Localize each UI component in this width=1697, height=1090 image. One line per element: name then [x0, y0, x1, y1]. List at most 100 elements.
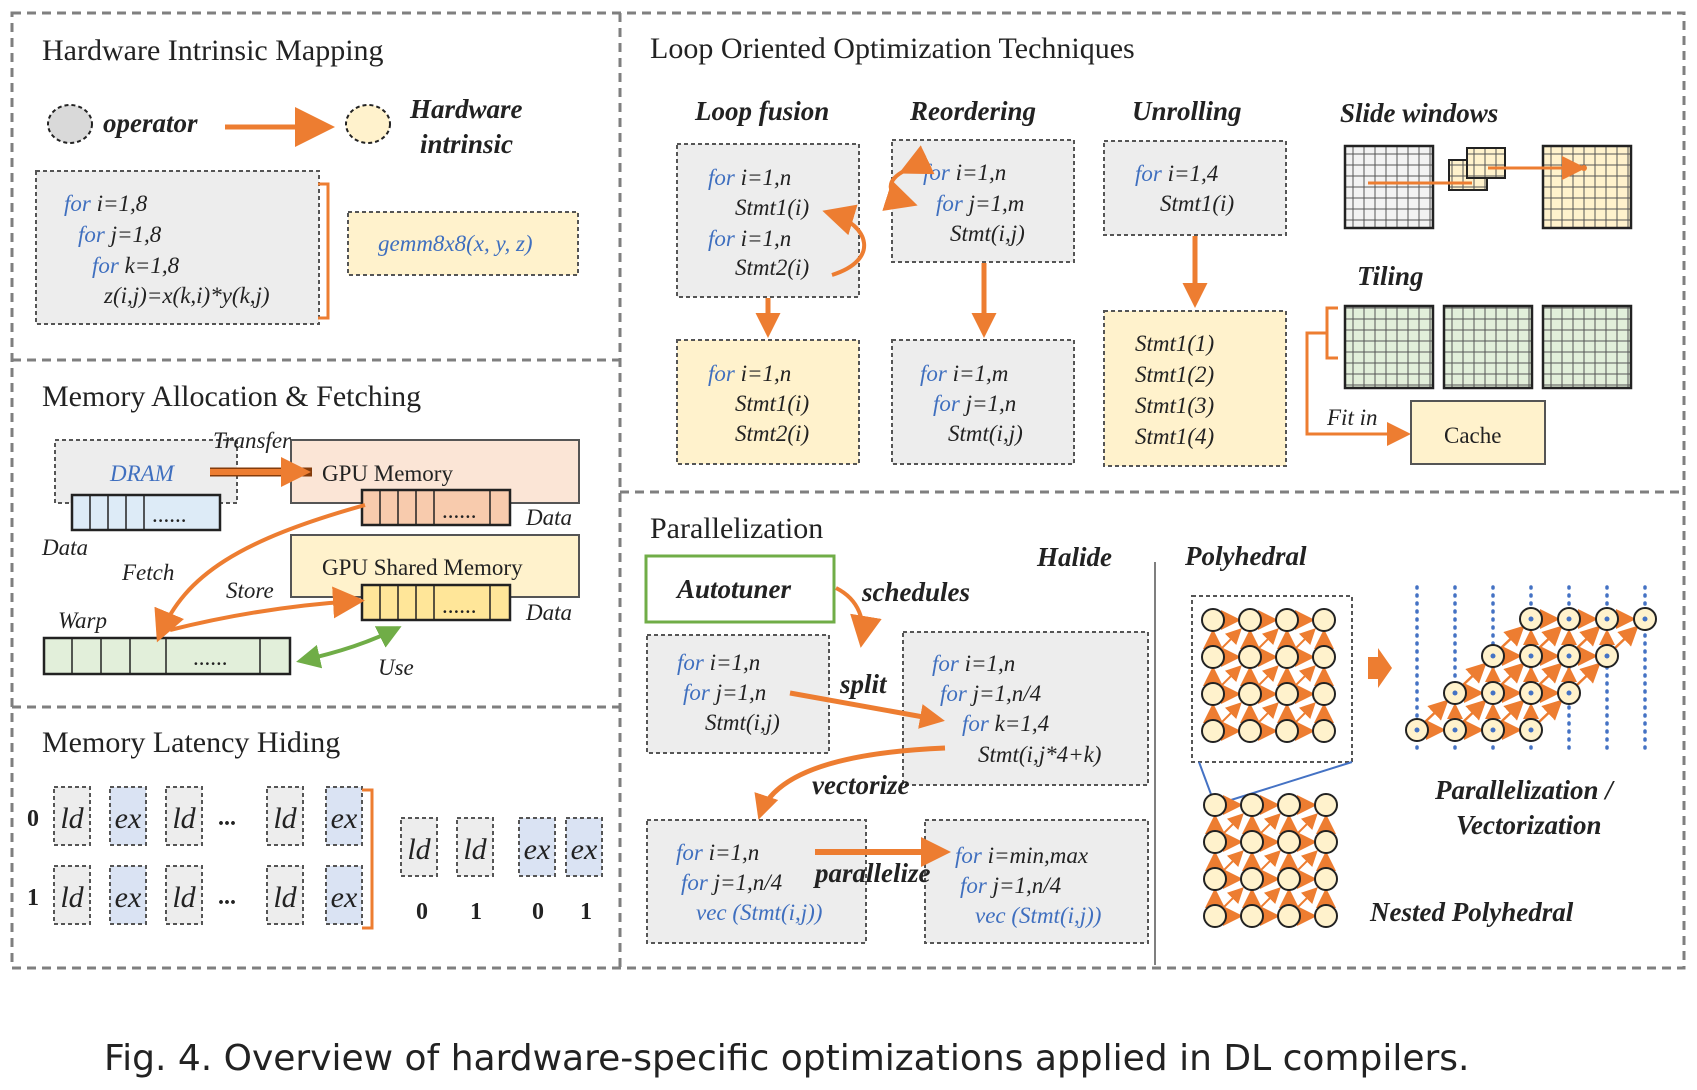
reordered-1-box	[456, 817, 494, 877]
fusion-before-line-0: for i=1,n	[708, 165, 791, 190]
poly-node-0-1	[1238, 608, 1262, 632]
halide-box-4	[924, 819, 1149, 944]
split-arrow	[789, 690, 945, 729]
operator-node-icon	[47, 104, 93, 144]
pv-d-0-3	[1538, 699, 1563, 723]
nested-poly-node-0-1	[1240, 793, 1264, 817]
reorder-after-box	[891, 339, 1075, 465]
latency-r1-2-box	[165, 865, 203, 925]
halide-box-3	[646, 819, 867, 944]
hw-code-line-1: for j=1,8	[78, 222, 162, 247]
row0-label: 0	[27, 806, 39, 832]
poly-node-2-3	[1312, 682, 1336, 706]
hw-title: Hardware Intrinsic Mapping	[42, 34, 384, 67]
figure-caption: Fig. 4. Overview of hardware-specific op…	[104, 1038, 1469, 1079]
nested-poly-node-1-2	[1277, 830, 1301, 854]
dram-data-label: Data	[41, 535, 88, 560]
pv-node-dot-0-0	[1414, 727, 1420, 733]
latency-r1-5-box	[325, 865, 363, 925]
reorder-before-line-0: for i=1,n	[923, 160, 1006, 185]
nested-poly-node-2-0	[1203, 867, 1227, 891]
latency-r0-0-box	[53, 786, 91, 846]
gpu-shared-label: GPU Shared Memory	[322, 555, 523, 580]
nested-poly-d-0-2	[1295, 813, 1318, 836]
pv-label-line1: Parallelization /	[1434, 775, 1615, 805]
shared-buffer-dots: ......	[442, 593, 477, 618]
pv-d-0-0	[1424, 699, 1449, 723]
reordered-1-label: ld	[463, 833, 487, 866]
gpu-memory-data-buffer	[360, 488, 512, 527]
pv-node-dot-1-0	[1452, 690, 1458, 696]
pv-node-dot-2-0	[1490, 653, 1496, 659]
poly-d-1-2	[1293, 665, 1316, 688]
fusion-curve-arrow	[822, 204, 866, 277]
latency-r0-2-label: ld	[172, 802, 196, 835]
nested-poly-d-1-1	[1258, 850, 1281, 873]
pv-d-2-0	[1500, 625, 1525, 649]
nested-poly-d-2-1	[1258, 887, 1281, 910]
halide-label: Halide	[1036, 542, 1112, 572]
vectorize-arrow	[754, 745, 946, 820]
reorder-after-line-2: Stmt(i,j)	[948, 421, 1023, 446]
nested-poly-node-1-0	[1203, 830, 1227, 854]
pv-d-2-2	[1576, 625, 1601, 649]
intrinsic-node-icon	[345, 104, 391, 144]
poly-d-2-0	[1219, 702, 1242, 725]
fusion-after-line-0: for i=1,n	[708, 361, 791, 386]
poly-node-0-2	[1275, 608, 1299, 632]
tile-2	[1442, 304, 1534, 390]
latency-ellipsis-0: ...	[218, 805, 236, 831]
warp-buffer-cells	[71, 638, 261, 674]
latency-r1-0-box	[53, 865, 91, 925]
poly-node-1-1	[1238, 645, 1262, 669]
latency-r1-0-label: ld	[60, 881, 84, 914]
reordered-0-label: ld	[407, 833, 431, 866]
latency-r0-5-label: ex	[331, 802, 358, 835]
loop-fusion-label: Loop fusion	[694, 96, 829, 126]
fetch-arrow	[154, 503, 366, 643]
unroll-after-line-0: Stmt1(1)	[1135, 331, 1214, 356]
dram-buffer-dots: ......	[152, 502, 187, 527]
nested-poly-d-0-1	[1258, 813, 1281, 836]
reorder-before-line-1: for j=1,m	[936, 191, 1024, 216]
tile-3	[1541, 304, 1633, 390]
latency-r0-0-label: ld	[60, 802, 84, 835]
box2-line-1: for j=1,n/4	[940, 681, 1041, 706]
slide-windows-label: Slide windows	[1340, 98, 1498, 128]
latency-r1-2-label: ld	[172, 881, 196, 914]
pv-d-0-2	[1500, 699, 1525, 723]
nested-poly-node-1-3	[1314, 830, 1338, 854]
gpu-data-label: Data	[525, 505, 572, 530]
nested-poly-node-0-0	[1203, 793, 1227, 817]
poly-d-2-2	[1293, 702, 1316, 725]
gemm-box	[347, 211, 579, 276]
poly-node-0-3	[1312, 608, 1336, 632]
pv-node-dot-3-1	[1566, 616, 1572, 622]
latency-r0-4-box	[266, 786, 304, 846]
box3-line-2: vec (Stmt(i,j))	[696, 900, 822, 925]
pv-node-dot-0-3	[1528, 727, 1534, 733]
poly-node-2-1	[1238, 682, 1262, 706]
poly-node-0-0	[1201, 608, 1225, 632]
pv-node-dot-0-2	[1490, 727, 1496, 733]
latency-bracket	[362, 788, 374, 930]
hw-code-line-2: for k=1,8	[92, 253, 180, 278]
panel-borders	[10, 11, 1686, 970]
pv-d-1-0	[1462, 662, 1487, 686]
poly-d-1-0	[1219, 665, 1242, 688]
pv-d-2-3	[1614, 625, 1639, 649]
poly-node-1-3	[1312, 645, 1336, 669]
hw-code-line-0: for i=1,8	[64, 191, 148, 216]
pv-d-1-1	[1500, 662, 1525, 686]
cache-box	[1410, 400, 1546, 465]
idx-0: 0	[416, 899, 428, 925]
unroll-before-line-1: Stmt1(i)	[1160, 191, 1234, 216]
transfer-label: Transfer	[213, 428, 292, 453]
pv-node-dot-3-3	[1642, 616, 1648, 622]
box1-line-1: for j=1,n	[683, 680, 766, 705]
tile-1	[1343, 304, 1435, 390]
latency-r1-1-label: ex	[115, 881, 142, 914]
lat-title: Memory Latency Hiding	[42, 726, 340, 759]
reorder-after-line-1: for j=1,n	[933, 391, 1016, 416]
